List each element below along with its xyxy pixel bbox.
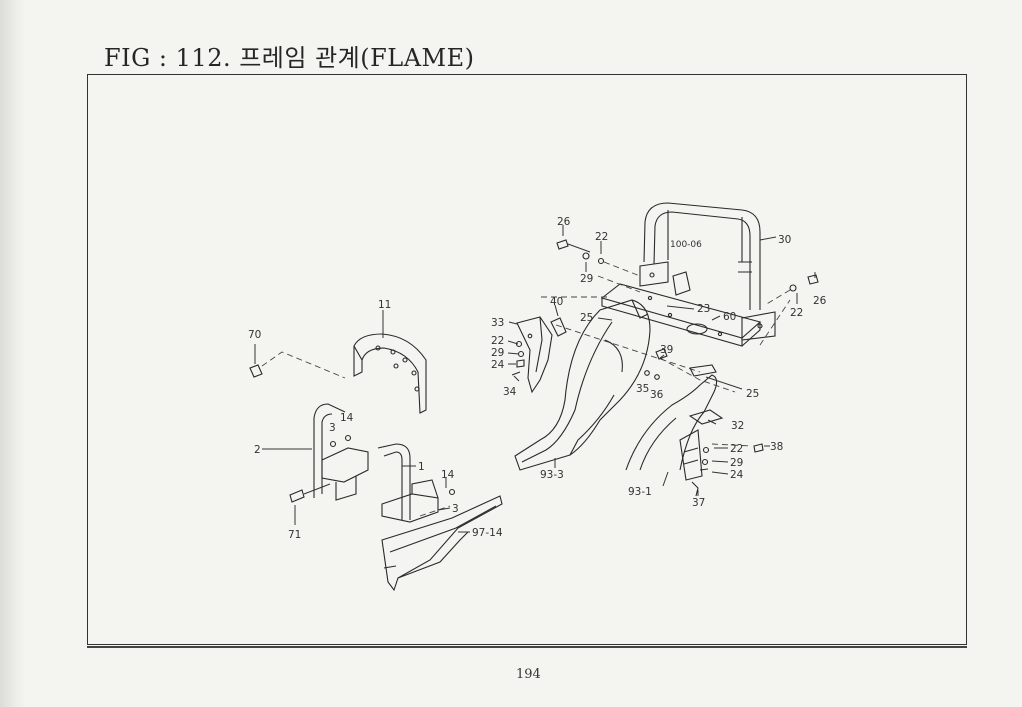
scan-edge — [0, 0, 26, 707]
callout-22: 22 — [595, 231, 608, 243]
callout-29: 29 — [730, 457, 743, 469]
page-title: FIG : 112. 프레임 관계(FLAME) — [104, 44, 475, 72]
diagram-frame — [87, 74, 967, 645]
callout-97-14: 97-14 — [472, 527, 503, 539]
callout-32: 32 — [731, 420, 744, 432]
fasteners-35-36 — [644, 348, 668, 380]
callout-24: 24 — [730, 469, 744, 481]
rollbar-hardware-right — [764, 274, 819, 306]
leader-lines — [254, 225, 816, 533]
callout-1: 1 — [418, 461, 425, 473]
callout-25: 25 — [746, 388, 759, 400]
callout-35: 35 — [636, 383, 649, 395]
callout-100-06: 100-06 — [670, 240, 702, 250]
step-frame-2-part — [289, 403, 369, 503]
fasteners-left-part — [511, 340, 525, 376]
callout-93-1: 93-1 — [628, 486, 652, 498]
callout-38: 38 — [770, 441, 783, 453]
callout-22: 22 — [491, 335, 504, 347]
callout-39: 39 — [660, 344, 673, 356]
callout-36: 36 — [650, 389, 664, 401]
callout-2: 2 — [254, 444, 261, 456]
callout-3: 3 — [452, 503, 459, 515]
assembly-guide-lines — [541, 275, 791, 393]
callout-26: 26 — [557, 216, 571, 228]
callout-37: 37 — [692, 497, 705, 509]
callout-93-3: 93-3 — [540, 469, 564, 481]
callout-71: 71 — [288, 529, 301, 541]
callout-60: 60 — [723, 311, 736, 323]
fasteners-right-part — [691, 443, 764, 497]
cover-11-part — [249, 333, 427, 414]
callout-25: 25 — [580, 312, 593, 324]
callout-14: 14 — [441, 469, 455, 481]
callout-24: 24 — [491, 359, 505, 371]
callout-22: 22 — [790, 307, 803, 319]
page-number: 194 — [516, 667, 541, 682]
rollbar-hardware-left — [556, 239, 641, 277]
handrail-1-part — [329, 434, 456, 523]
callout-29: 29 — [580, 273, 593, 285]
callout-70: 70 — [248, 329, 261, 341]
callout-29: 29 — [491, 347, 504, 359]
callout-30: 30 — [778, 234, 791, 246]
fender-93-3-part — [514, 299, 651, 471]
callout-33: 33 — [491, 317, 504, 329]
frame-rail-97-14-part — [381, 495, 503, 592]
fender-93-1-part — [625, 364, 718, 481]
plate-32-part — [688, 409, 724, 425]
callout-22: 22 — [730, 443, 743, 455]
frame-bottom-rule — [87, 646, 967, 648]
bracket-33-part — [516, 316, 567, 394]
callout-11: 11 — [378, 299, 391, 311]
callout-34: 34 — [503, 386, 517, 398]
callout-labels: 26 22 29 100-06 30 26 22 23 60 40 25 33 … — [248, 216, 827, 541]
callout-14: 14 — [340, 412, 354, 424]
callout-3: 3 — [329, 422, 336, 434]
callout-26: 26 — [813, 295, 827, 307]
callout-40: 40 — [550, 296, 563, 308]
callout-23: 23 — [697, 303, 710, 315]
bracket-plate-part — [600, 271, 762, 347]
rollbar-part — [639, 202, 776, 341]
